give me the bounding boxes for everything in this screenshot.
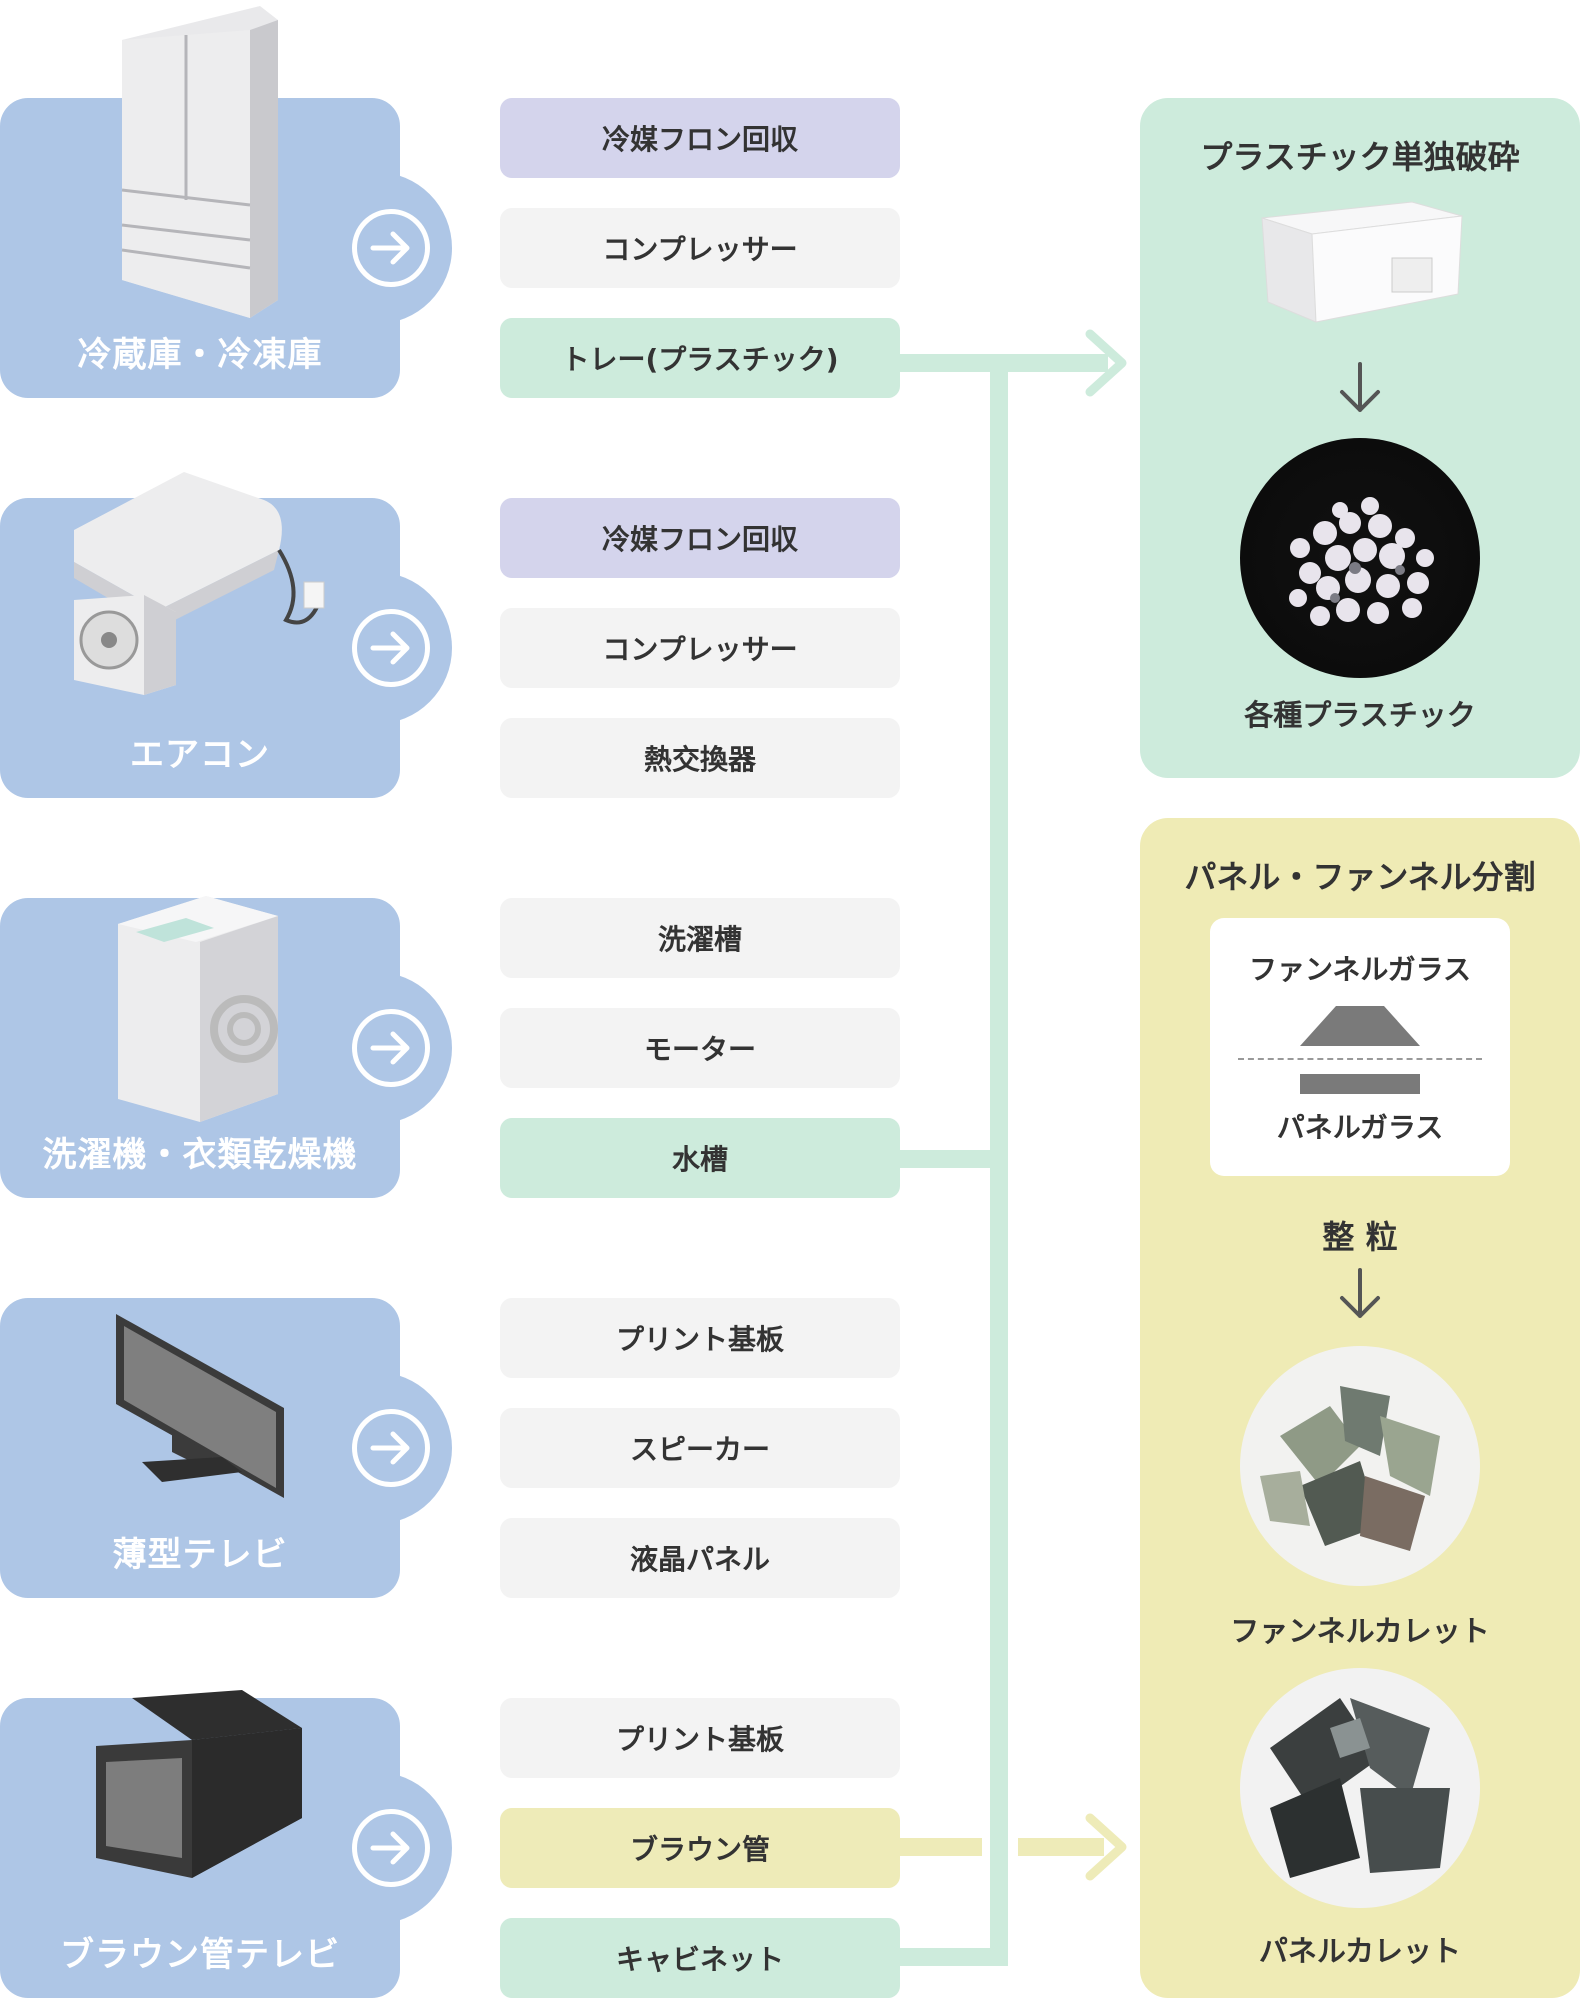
glass-panel-title: パネル・ファンネル分割 [1140, 852, 1580, 898]
part-compressor: コンプレッサー [500, 208, 900, 288]
part-heat-exchanger: 熱交換器 [500, 718, 900, 798]
part-cabinet: キャビネット [500, 1918, 900, 1998]
panel-cullet-caption: パネルカレット [1140, 1928, 1580, 1970]
connector-tray [900, 354, 1008, 372]
part-washing-tub: 洗濯槽 [500, 898, 900, 978]
arrow-right-icon [369, 626, 413, 670]
appliance-crt-tv: ブラウン管テレビ [0, 1698, 400, 1998]
appliance-label: 冷蔵庫・冷凍庫 [0, 327, 400, 376]
sizing-label: 整 粒 [1140, 1212, 1580, 1258]
panel-glass-label: パネルガラス [1210, 1106, 1510, 1146]
part-motor: モーター [500, 1008, 900, 1088]
funnel-cullet-image [1240, 1346, 1480, 1586]
part-compressor: コンプレッサー [500, 608, 900, 688]
arrow-right-icon [369, 1826, 413, 1870]
arrow-right-icon [369, 226, 413, 270]
arrow-to-glass-icon [1080, 1812, 1132, 1882]
plastic-crushing-panel: プラスチック単独破砕 各種プラスチック [1140, 98, 1580, 778]
refrigerator-icon [110, 0, 290, 330]
arrow-right-icon [369, 1426, 413, 1470]
appliance-refrigerator: 冷蔵庫・冷凍庫 [0, 98, 400, 398]
arrow-button-1[interactable] [352, 209, 430, 287]
connector-crt-a [900, 1838, 982, 1856]
appliance-air-conditioner: エアコン [0, 498, 400, 798]
funnel-glass-shape [1300, 1006, 1420, 1050]
plastic-result-caption: 各種プラスチック [1140, 692, 1580, 734]
glass-split-panel: パネル・ファンネル分割 ファンネルガラス パネルガラス 整 粒 ファンネルカレッ… [1140, 818, 1580, 1998]
arrow-to-plastic-icon [1080, 328, 1132, 398]
appliance-label: 洗濯機・衣類乾燥機 [0, 1127, 400, 1176]
appliance-label: ブラウン管テレビ [0, 1927, 400, 1976]
part-refrigerant: 冷媒フロン回収 [500, 498, 900, 578]
part-speaker: スピーカー [500, 1408, 900, 1488]
arrow-right-icon [369, 1026, 413, 1070]
split-line [1238, 1058, 1482, 1060]
connector-cabinet [900, 1948, 1008, 1966]
part-water-tank: 水槽 [500, 1118, 900, 1198]
panel-cullet-image [1240, 1668, 1480, 1908]
arrow-down-icon [1336, 360, 1384, 416]
funnel-cullet-caption: ファンネルカレット [1140, 1608, 1580, 1650]
part-tray: トレー(プラスチック) [500, 318, 900, 398]
plastic-tray-icon [1252, 198, 1472, 328]
part-circuit-board: プリント基板 [500, 1698, 900, 1778]
arrow-button-2[interactable] [352, 609, 430, 687]
flat-tv-icon [112, 1312, 292, 1522]
washing-machine-icon [116, 894, 286, 1124]
panel-glass-shape [1300, 1074, 1420, 1094]
appliance-label: 薄型テレビ [0, 1527, 400, 1576]
appliance-label: エアコン [0, 727, 400, 776]
arrow-down-icon [1336, 1266, 1384, 1322]
arrow-button-3[interactable] [352, 1009, 430, 1087]
part-refrigerant: 冷媒フロン回収 [500, 98, 900, 178]
appliance-flat-tv: 薄型テレビ [0, 1298, 400, 1598]
plastic-pellets-image [1240, 438, 1480, 678]
arrow-button-5[interactable] [352, 1809, 430, 1887]
part-circuit-board: プリント基板 [500, 1298, 900, 1378]
part-crt-tube: ブラウン管 [500, 1808, 900, 1888]
arrow-button-4[interactable] [352, 1409, 430, 1487]
funnel-glass-label: ファンネルガラス [1210, 948, 1510, 988]
plastic-panel-title: プラスチック単独破砕 [1140, 132, 1580, 178]
connector-tub [900, 1150, 1008, 1168]
crt-tv-icon [92, 1688, 312, 1888]
air-conditioner-icon [64, 470, 344, 720]
glass-split-diagram: ファンネルガラス パネルガラス [1210, 918, 1510, 1176]
part-lcd-panel: 液晶パネル [500, 1518, 900, 1598]
appliance-washing-machine: 洗濯機・衣類乾燥機 [0, 898, 400, 1198]
